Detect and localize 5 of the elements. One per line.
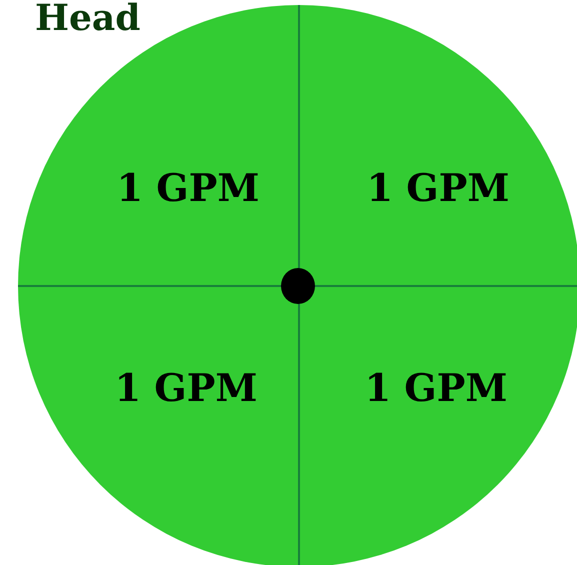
flow-rate-label: 1 GPM: [116, 169, 260, 207]
heading: Head: [35, 0, 140, 36]
flow-rate-label: 1 GPM: [364, 369, 508, 407]
flow-rate-label: 1 GPM: [114, 369, 258, 407]
flow-rate-label: 1 GPM: [366, 169, 510, 207]
